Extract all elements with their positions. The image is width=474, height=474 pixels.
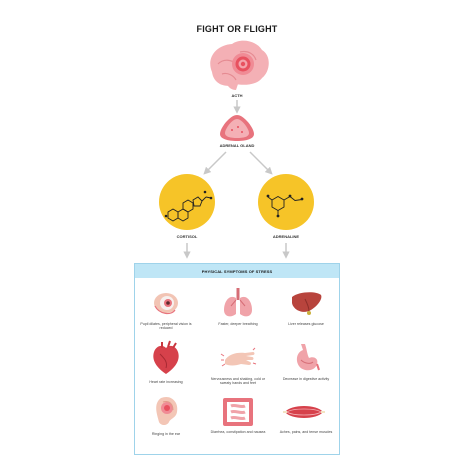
eye-icon: [154, 293, 178, 315]
adrenaline-molecule-icon: [258, 174, 314, 230]
symptom-label: Decrease in digestive activity: [282, 377, 330, 381]
ear-icon: [156, 396, 178, 425]
adrenaline-label: ADRENALINE: [272, 234, 300, 239]
cortisol-molecule-icon: [159, 174, 215, 230]
stomach-icon: [296, 344, 320, 371]
diagram-title: FIGHT OR FLIGHT: [196, 24, 278, 34]
cortisol-label: CORTISOL: [176, 234, 198, 239]
panel-header: PHYSICAL SYMPTOMS OF STRESS: [135, 264, 339, 278]
intestine-icon: [223, 398, 253, 426]
symptom-label: Faster, deeper breathing: [218, 322, 258, 326]
symptom-label: Pupil dilates, peripheral vision is redu…: [140, 322, 192, 331]
lungs-icon: [224, 288, 252, 317]
symptom-label: Nervousness and shaking, cold or sweaty …: [210, 377, 266, 386]
adrenal-gland-icon: [220, 115, 254, 141]
symptom-label: Heart rate increasing: [149, 380, 183, 384]
shaking-hand-icon: [220, 347, 257, 367]
symptom-label: Diarrhea, constipation and nausea: [210, 430, 266, 434]
muscle-icon: [283, 406, 325, 418]
symptom-label: Aches, pains, and tense muscles: [279, 430, 333, 434]
liver-icon: [292, 292, 322, 315]
acth-label: ACTH: [231, 93, 243, 98]
heart-icon: [153, 340, 179, 374]
symptom-label: Ringing in the ear: [151, 432, 181, 436]
symptom-label: Liver releases glucose: [288, 322, 324, 326]
symptoms-panel: PHYSICAL SYMPTOMS OF STRESS Pupil dilate…: [134, 263, 340, 455]
adrenal-gland-label: ADRENAL GLAND: [219, 143, 255, 148]
brain-icon: [210, 40, 269, 90]
